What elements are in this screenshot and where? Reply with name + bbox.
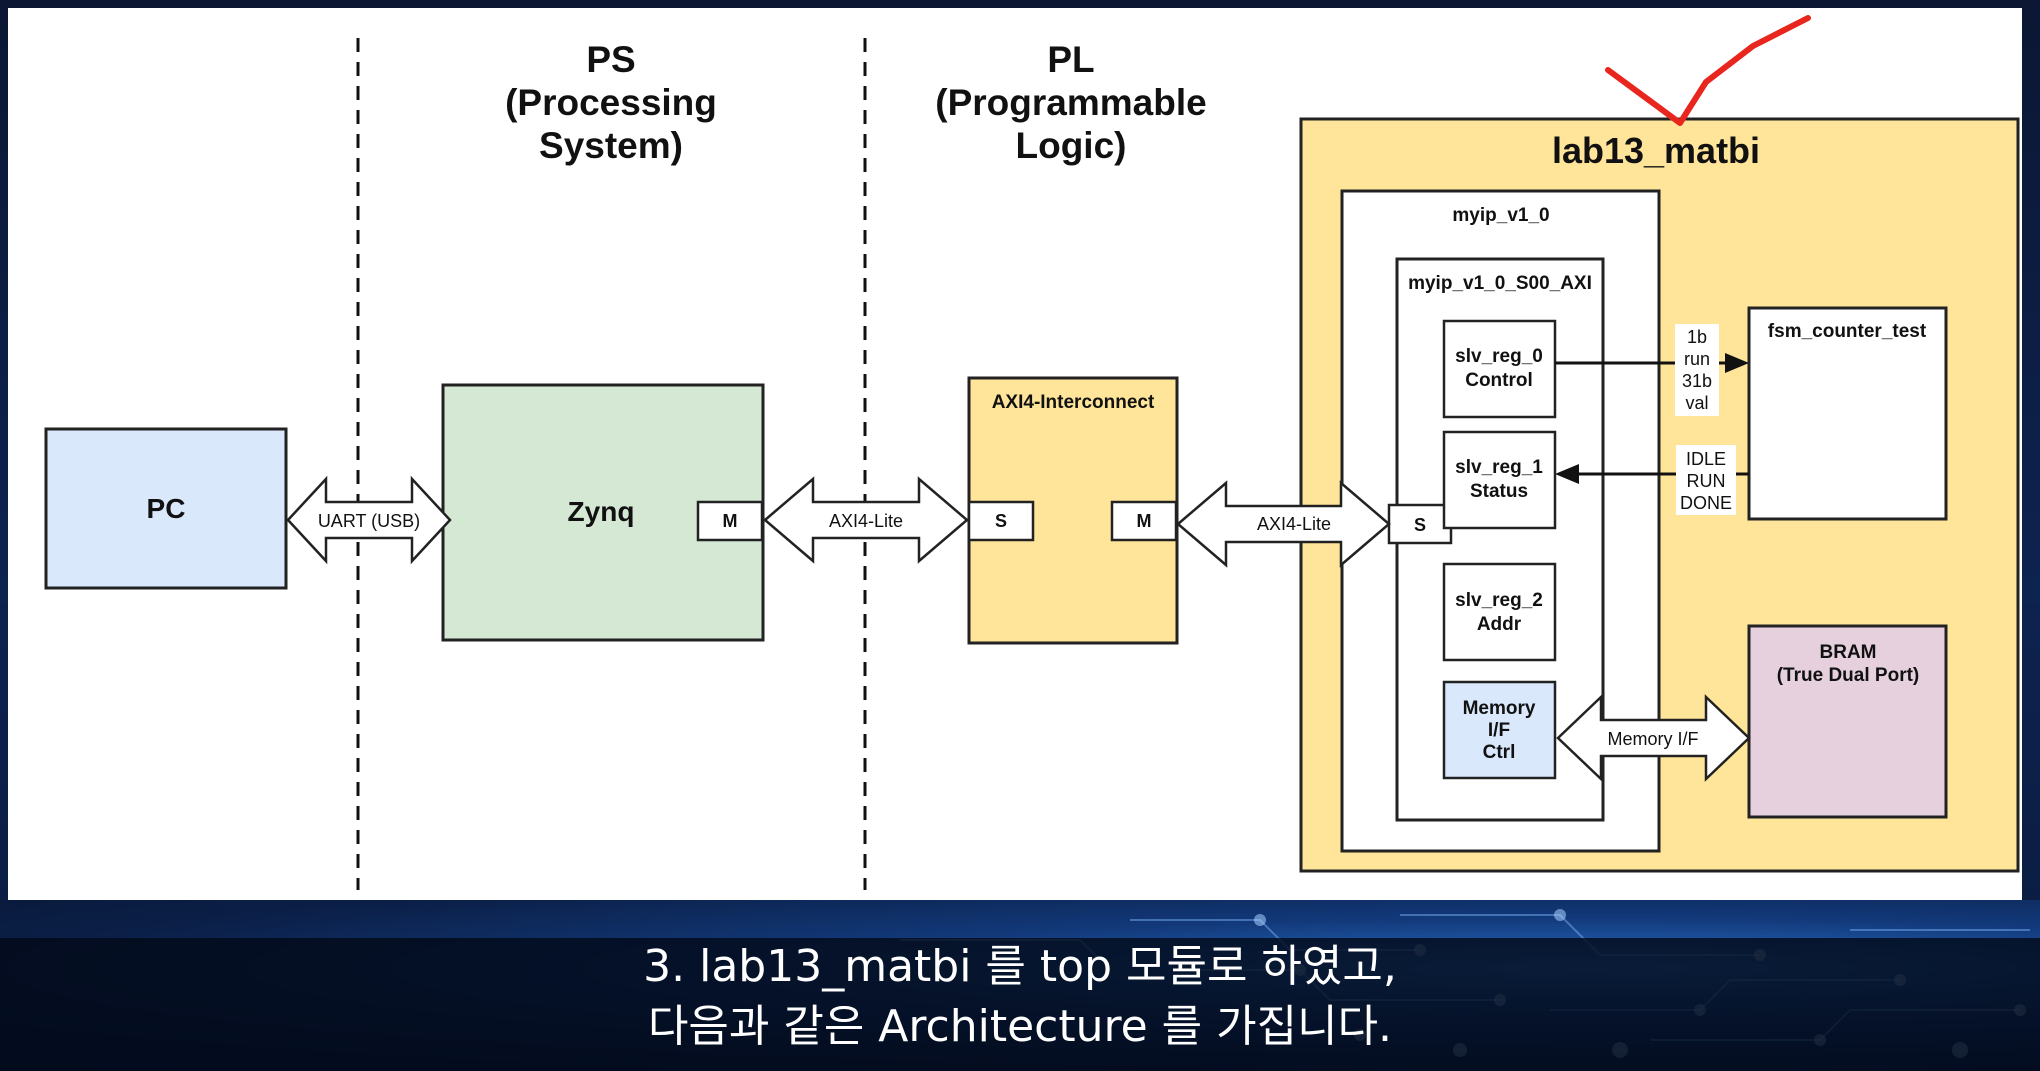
slv-reg-2-block: [1442, 562, 1557, 662]
slv-reg-0-label: slv_reg_0: [1455, 346, 1543, 367]
slide: PS (Processing System) PL (Programmable …: [8, 8, 2022, 900]
bram-sublabel: (True Dual Port): [1777, 665, 1920, 686]
control-signal-31b: 31b: [1682, 371, 1712, 391]
subtitle-bar: [0, 938, 2040, 1071]
bram-block: [1747, 624, 1948, 819]
slv-reg-2-label: slv_reg_2: [1455, 590, 1543, 611]
uart-usb-arrow: [286, 475, 452, 565]
memory-if-arrow: [1556, 694, 1751, 782]
myip-v1-0-label: myip_v1_0: [1452, 205, 1549, 226]
status-signal-label-bg: [1676, 445, 1736, 515]
interconnect-m-port-label: M: [1137, 511, 1152, 531]
slv-reg-0-block: [1442, 319, 1557, 419]
pl-header-line2: (Programmable: [935, 82, 1206, 123]
interconnect-m-port: [1110, 500, 1178, 542]
fsm-counter-test-label: fsm_counter_test: [1768, 321, 1927, 342]
axi4-lite-arrow-2: [1176, 480, 1391, 568]
bram-label: BRAM: [1820, 642, 1877, 663]
memory-if-ctrl-block: [1442, 680, 1557, 780]
pc-block: [44, 427, 288, 590]
axi4-lite-label-1: AXI4-Lite: [829, 511, 903, 531]
myip-s00-axi-label: myip_v1_0_S00_AXI: [1408, 273, 1592, 294]
uart-usb-label: UART (USB): [318, 511, 420, 531]
control-signal-run: run: [1684, 349, 1710, 369]
interconnect-s-port: [967, 500, 1035, 542]
slv-reg-1-block: [1442, 430, 1557, 530]
memory-if-label: Memory I/F: [1607, 729, 1698, 749]
fsm-counter-test-block: [1747, 306, 1948, 521]
control-signal-val: val: [1685, 393, 1708, 413]
memory-if-ctrl-sublabel-2: Ctrl: [1483, 742, 1516, 763]
status-signal-done: DONE: [1680, 493, 1732, 513]
slv-reg-1-label: slv_reg_1: [1455, 457, 1543, 478]
slv-reg-1-sublabel: Status: [1470, 481, 1528, 502]
control-signal-1b: 1b: [1687, 327, 1707, 347]
ps-header-line1: PS: [586, 39, 635, 80]
slv-reg-2-sublabel: Addr: [1477, 614, 1522, 635]
zynq-label: Zynq: [568, 496, 635, 527]
axi4-lite-label-2: AXI4-Lite: [1257, 514, 1331, 534]
status-signal-arrowhead: [1555, 464, 1579, 484]
interconnect-s-port-label: S: [995, 511, 1007, 531]
checkmark-icon: [1605, 15, 1811, 126]
architecture-diagram: PS (Processing System) PL (Programmable …: [44, 15, 2020, 890]
pl-header-line1: PL: [1047, 39, 1094, 80]
ps-header-line3: System): [539, 125, 683, 166]
ps-header-line2: (Processing: [505, 82, 717, 123]
axi-interconnect-label: AXI4-Interconnect: [992, 392, 1155, 413]
control-signal-arrowhead: [1725, 353, 1749, 373]
subtitle-line-2: 다음과 같은 Architecture 를 가집니다.: [647, 1001, 1393, 1052]
status-signal-idle: IDLE: [1686, 449, 1726, 469]
pl-header-line3: Logic): [1016, 125, 1127, 166]
memory-if-ctrl-sublabel: I/F: [1488, 720, 1510, 741]
subtitle-line-1: 3. lab13_matbi 를 top 모듈로 하였고,: [643, 941, 1397, 992]
axi4-lite-arrow-1: [763, 476, 969, 564]
zynq-m-port-label: M: [723, 511, 738, 531]
zynq-m-port: [696, 500, 764, 542]
myip-s-port-label: S: [1414, 515, 1426, 535]
lab13-matbi-label: lab13_matbi: [1552, 130, 1760, 171]
status-signal-run: RUN: [1687, 471, 1726, 491]
control-signal-label-bg: [1675, 324, 1719, 416]
pc-label: PC: [147, 493, 186, 524]
memory-if-ctrl-label: Memory: [1463, 698, 1536, 719]
slv-reg-0-sublabel: Control: [1465, 370, 1533, 391]
